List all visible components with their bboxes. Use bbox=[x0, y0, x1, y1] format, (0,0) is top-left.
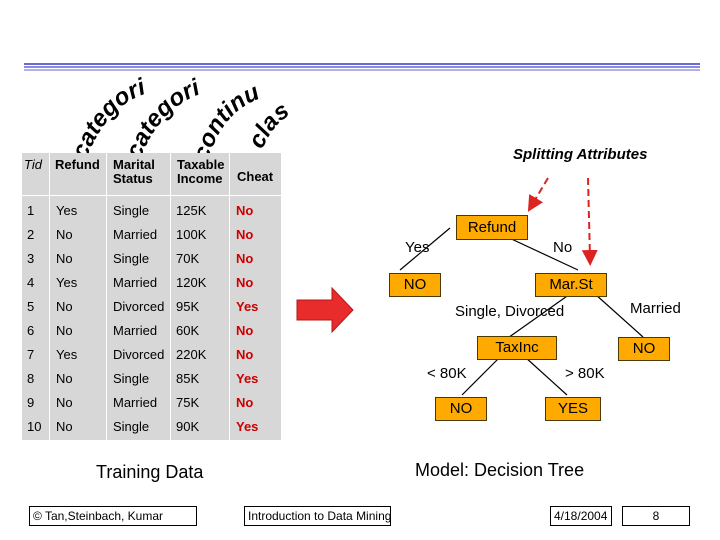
cell-tid: 4 bbox=[27, 275, 35, 290]
cell-marital: Married bbox=[113, 323, 158, 338]
cell-refund: No bbox=[56, 395, 73, 410]
leaf-lt80k-no: NO bbox=[435, 397, 487, 421]
cell-refund: Yes bbox=[56, 203, 78, 218]
arrow-splitting-refund bbox=[527, 177, 549, 212]
cell-cheat: No bbox=[236, 251, 254, 266]
column-type-labels: categorical categorical continuous class bbox=[0, 0, 294, 160]
cell-marital: Single bbox=[113, 203, 150, 218]
header-refund: Refund bbox=[55, 157, 100, 172]
cell-income: 60K bbox=[176, 323, 200, 338]
cell-marital: Married bbox=[113, 227, 158, 242]
edge-label-yes: Yes bbox=[405, 239, 430, 256]
cell-tid: 5 bbox=[27, 299, 35, 314]
cell-tid: 1 bbox=[27, 203, 35, 218]
cell-refund: No bbox=[56, 227, 73, 242]
edge-refund-no bbox=[504, 235, 579, 271]
cell-marital: Married bbox=[113, 275, 158, 290]
edge-marst-married bbox=[594, 293, 644, 338]
node-taxable-income: TaxInc bbox=[477, 336, 557, 360]
cell-tid: 8 bbox=[27, 371, 35, 386]
cell-refund: No bbox=[56, 419, 73, 434]
edge-taxinc-gt80 bbox=[524, 356, 568, 396]
leaf-gt80k-yes: YES bbox=[545, 397, 601, 421]
header-cheat: Cheat bbox=[237, 169, 274, 184]
edge-marst-single-divorced bbox=[504, 293, 571, 341]
leaf-married-no: NO bbox=[618, 337, 670, 361]
edge-label-lt80k: < 80K bbox=[427, 365, 467, 382]
cell-marital: Married bbox=[113, 395, 158, 410]
header-tid: Tid bbox=[24, 157, 42, 172]
caption-model: Model: Decision Tree bbox=[415, 460, 585, 480]
cell-cheat: Yes bbox=[236, 419, 259, 434]
edge-label-single-divorced: Single, Divorced bbox=[455, 303, 565, 320]
footer-date: 4/18/2004 bbox=[550, 506, 612, 526]
cell-tid: 6 bbox=[27, 323, 35, 338]
cell-refund: Yes bbox=[56, 347, 78, 362]
cell-tid: 3 bbox=[27, 251, 35, 266]
cell-income: 100K bbox=[176, 227, 207, 242]
footer-page-number: 8 bbox=[622, 506, 690, 526]
cell-income: 75K bbox=[176, 395, 200, 410]
cell-refund: Yes bbox=[56, 275, 78, 290]
cell-cheat: No bbox=[236, 347, 254, 362]
cell-income: 90K bbox=[176, 419, 200, 434]
edge-taxinc-lt80 bbox=[461, 356, 501, 396]
cell-cheat: Yes bbox=[236, 299, 259, 314]
cell-refund: No bbox=[56, 323, 73, 338]
cell-cheat: No bbox=[236, 323, 254, 338]
big-right-arrow-icon bbox=[296, 286, 354, 334]
arrow-splitting-marst bbox=[581, 177, 598, 266]
cell-income: 120K bbox=[176, 275, 207, 290]
cell-income: 95K bbox=[176, 299, 200, 314]
cell-marital: Divorced bbox=[113, 299, 165, 314]
cell-income: 125K bbox=[176, 203, 207, 218]
cell-income: 70K bbox=[176, 251, 200, 266]
cell-cheat: Yes bbox=[236, 371, 259, 386]
footer-copyright: © Tan,Steinbach, Kumar bbox=[29, 506, 197, 526]
cell-income: 85K bbox=[176, 371, 200, 386]
edge-label-married: Married bbox=[630, 300, 681, 317]
cell-refund: No bbox=[56, 299, 73, 314]
footer-course: Introduction to Data Mining bbox=[244, 506, 391, 526]
cell-income: 220K bbox=[176, 347, 207, 362]
title-bar-stripes bbox=[24, 63, 700, 71]
cell-cheat: No bbox=[236, 275, 254, 290]
cell-tid: 10 bbox=[27, 419, 42, 434]
cell-marital: Single bbox=[113, 251, 150, 266]
caption-training-data: Training Data bbox=[96, 462, 204, 482]
cell-tid: 9 bbox=[27, 395, 35, 410]
edge-label-gt80k: > 80K bbox=[565, 365, 605, 382]
edge-refund-yes bbox=[399, 227, 451, 271]
cell-refund: No bbox=[56, 371, 73, 386]
cell-marital: Divorced bbox=[113, 347, 165, 362]
leaf-refund-yes-no: NO bbox=[389, 273, 441, 297]
cell-marital: Single bbox=[113, 419, 150, 434]
edge-label-no: No bbox=[553, 239, 573, 256]
cell-cheat: No bbox=[236, 203, 254, 218]
cell-tid: 2 bbox=[27, 227, 35, 242]
node-refund: Refund bbox=[456, 215, 528, 240]
node-marital-status: Mar.St bbox=[535, 273, 607, 297]
cell-cheat: No bbox=[236, 395, 254, 410]
cell-refund: No bbox=[56, 251, 73, 266]
splitting-attributes-label: Splitting Attributes bbox=[513, 146, 648, 163]
cell-marital: Single bbox=[113, 371, 150, 386]
cell-tid: 7 bbox=[27, 347, 35, 362]
cell-cheat: No bbox=[236, 227, 254, 242]
